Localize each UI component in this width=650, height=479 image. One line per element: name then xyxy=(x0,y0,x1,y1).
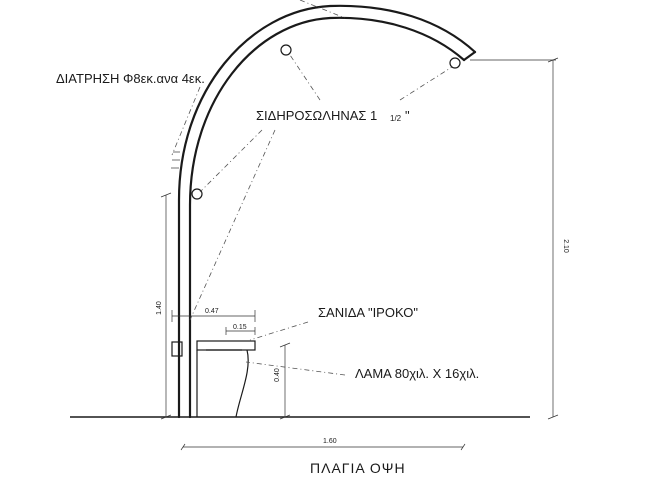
hole-circle xyxy=(191,188,203,200)
pipe-label: ΣΙΔΗΡΟΣΩΛΗΝΑΣ 1 xyxy=(256,108,377,123)
dim-total-height-label: 2.10 xyxy=(562,239,569,253)
pipe-clamp xyxy=(171,341,183,357)
dim-seat-depth xyxy=(171,310,256,322)
dim-seat-height-label: 0.40 xyxy=(274,368,281,382)
pipe-fraction-label: 1/2 xyxy=(390,114,402,123)
bench-plank xyxy=(196,340,256,351)
dim-seat-depth-label: 0.47 xyxy=(205,308,219,315)
drill-label: ΔΙΑΤΡΗΣΗ Φ8εκ.ανα 4εκ. xyxy=(56,71,205,86)
pipe-quote-label: " xyxy=(405,108,410,123)
dim-base-width xyxy=(180,443,466,451)
dim-plank-width xyxy=(225,327,256,335)
drill-marks xyxy=(171,151,180,169)
curved-pipe-outer xyxy=(177,4,477,419)
curved-pipe-inner xyxy=(188,16,466,419)
leader-lines xyxy=(171,0,453,376)
hole-circle xyxy=(449,57,461,69)
bench-support xyxy=(196,349,249,418)
pipe-end-cap xyxy=(462,50,477,62)
dim-base-width-label: 1.60 xyxy=(323,438,337,445)
view-title: ΠΛΑΓΙΑ ΟΨΗ xyxy=(310,460,406,476)
hole-circle xyxy=(280,44,292,56)
dim-plank-width-label: 0.15 xyxy=(233,324,247,331)
plank-label: ΣΑΝΙΔΑ "ΙΡΟΚΟ" xyxy=(318,305,418,320)
dim-post-height xyxy=(160,192,172,420)
dim-total-height xyxy=(470,57,559,420)
dim-seat-height xyxy=(279,342,291,420)
flat-bar-label: ΛΑΜΑ 80χιλ. Χ 16χιλ. xyxy=(355,366,479,381)
dim-post-height-label: 1.40 xyxy=(156,301,163,315)
